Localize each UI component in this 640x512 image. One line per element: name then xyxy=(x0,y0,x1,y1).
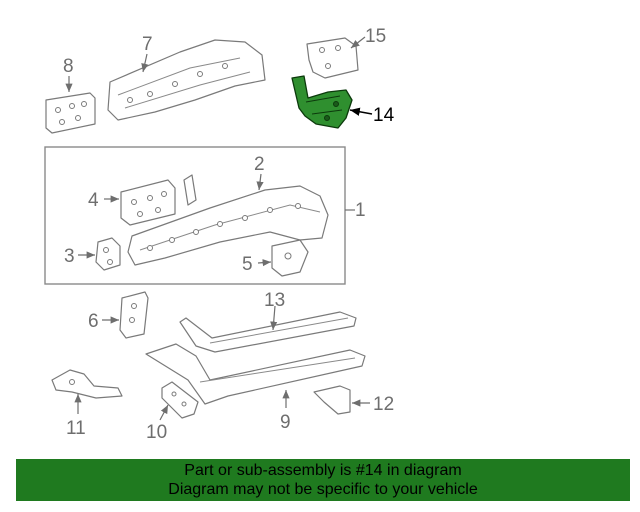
callout-12: 12 xyxy=(373,394,394,415)
assembly-group-box xyxy=(44,146,346,285)
part-12[interactable] xyxy=(313,385,351,415)
callout-1: 1 xyxy=(355,200,366,221)
callout-7: 7 xyxy=(142,34,153,55)
banner-line-1: Part or sub-assembly is #14 in diagram xyxy=(184,462,462,479)
callout-9: 9 xyxy=(280,412,291,433)
callout-10: 10 xyxy=(146,422,167,443)
callout-6: 6 xyxy=(88,311,99,332)
callout-3: 3 xyxy=(64,246,75,267)
callout-8: 8 xyxy=(63,56,74,77)
part-10[interactable] xyxy=(161,381,199,419)
callout-15: 15 xyxy=(365,26,386,47)
part-2[interactable] xyxy=(127,185,329,266)
callout-14: 14 xyxy=(373,105,395,126)
part-info-banner: Part or sub-assembly is #14 in diagram D… xyxy=(16,459,630,501)
callout-5: 5 xyxy=(242,254,253,275)
banner-line-2: Diagram may not be specific to your vehi… xyxy=(168,481,478,498)
part-7[interactable] xyxy=(107,39,266,121)
callout-2: 2 xyxy=(254,154,265,175)
part-5[interactable] xyxy=(271,239,309,277)
part-8[interactable] xyxy=(45,92,96,134)
part-4[interactable] xyxy=(120,179,176,226)
callout-13: 13 xyxy=(264,290,285,311)
callout-11: 11 xyxy=(66,418,86,439)
part-15[interactable] xyxy=(306,37,359,79)
part-6[interactable] xyxy=(119,291,149,339)
part-9[interactable] xyxy=(145,343,366,405)
part-13[interactable] xyxy=(179,311,357,353)
part-11[interactable] xyxy=(51,369,123,399)
callout-4: 4 xyxy=(88,190,99,211)
part-3[interactable] xyxy=(95,237,121,271)
small-bracket xyxy=(183,174,197,206)
part-14-highlighted[interactable] xyxy=(291,75,353,129)
